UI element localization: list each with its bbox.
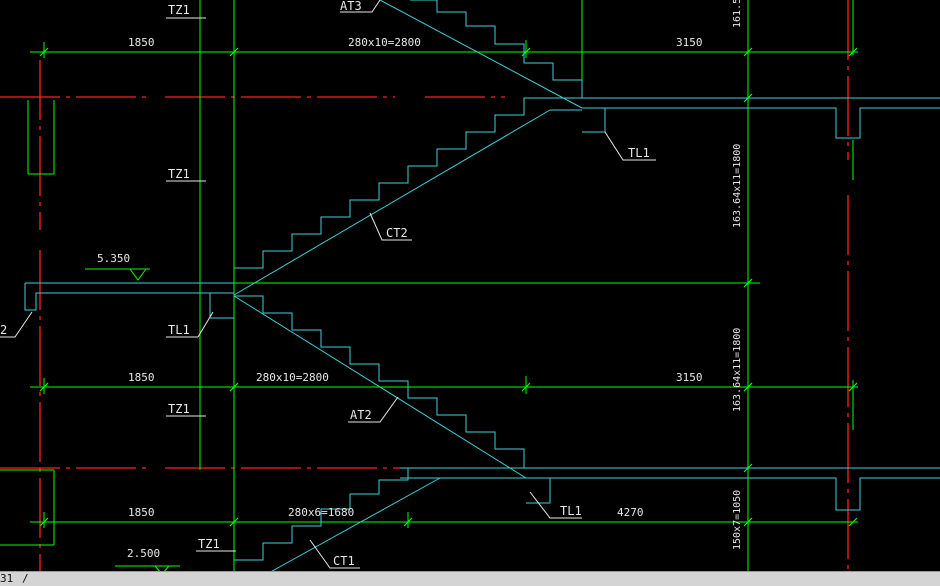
dim-vertical-upper: 163.64x11=1800 [732,144,743,228]
leader-lines [0,0,656,569]
stair-outlines [24,0,940,576]
label-tl1-lower: TL1 [560,504,582,518]
dim-row2-right: 3150 [676,371,703,384]
label-tl1-left: TL1 [168,323,190,337]
label-tz1-low: TZ1 [168,402,190,416]
dim-row1-left: 1850 [128,36,155,49]
dim-vertical-lower: 163.64x11=1800 [732,328,743,412]
dim-vertical-top: 161.54 [732,0,743,28]
label-tl1-upper: TL1 [628,146,650,160]
command-cursor: / [22,572,29,585]
label-at2: AT2 [350,408,372,422]
dim-row1-right: 3150 [676,36,703,49]
command-line-bar[interactable]: 31 / [0,571,940,586]
dim-row3-left: 1850 [128,506,155,519]
flight-at3-soffit [379,0,583,109]
dim-row3-right: 4270 [617,506,644,519]
flight-ct1-steps [234,468,409,561]
dimension-texts: 1850 280x10=2800 3150 1850 280x10=2800 3… [97,0,743,560]
flight-at2-steps [234,295,525,468]
elevation-upper: 5.350 [97,252,130,265]
label-ct2: CT2 [386,226,408,240]
dim-row2-mid: 280x10=2800 [256,371,329,384]
flight-ct1-soffit [264,477,441,576]
flight-at3-steps [410,0,583,98]
label-ct1: CT1 [333,554,355,568]
label-tz1-top: TZ1 [168,3,190,17]
label-tz1-bottom: TZ1 [198,537,220,551]
dim-row1-mid: 280x10=2800 [348,36,421,49]
dimension-ticks [39,47,858,527]
flight-ct2-soffit [233,109,551,296]
dim-row3-mid: 280x6=1680 [288,506,354,519]
dim-vertical-bottom: 150x7=1050 [732,490,743,550]
coordinate-readout: 31 [0,572,14,585]
label-tz1-mid: TZ1 [168,167,190,181]
dim-row2-left: 1850 [128,371,155,384]
member-labels: AT3 TZ1 TZ1 TZ1 TZ1 TL1 TL1 TL1 CT2 AT2 … [0,0,650,568]
elevation-lower: 2.500 [127,547,160,560]
flight-ct2-steps [234,97,582,269]
label-edge-left: 2 [0,323,7,337]
axis-lines [0,0,849,585]
label-at3: AT3 [340,0,362,13]
flight-at2-soffit [233,295,527,479]
